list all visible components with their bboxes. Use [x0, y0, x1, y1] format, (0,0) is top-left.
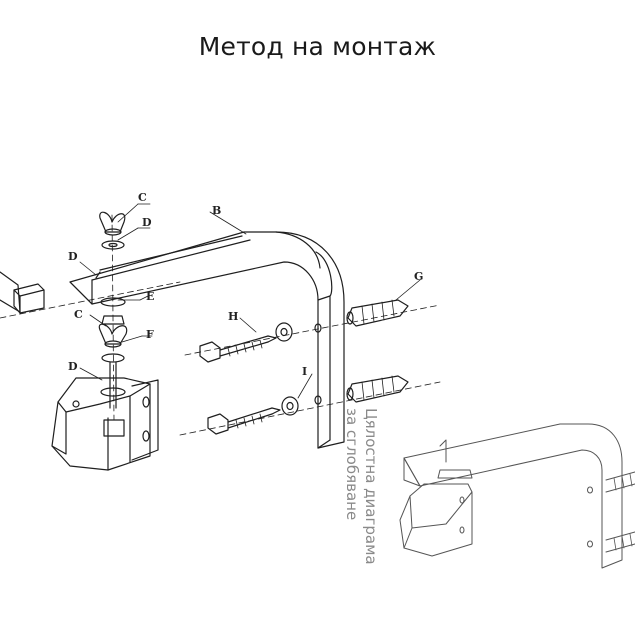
axis-bolt-bottom: [179, 381, 441, 436]
washer-i-bottom-hole: [286, 401, 294, 411]
label-c-mid: C: [74, 308, 83, 321]
leader-lines: [79, 203, 421, 399]
label-f: F: [146, 328, 154, 341]
mount-block: [51, 377, 159, 471]
caption-line-1: Цялостна диаграма: [362, 408, 380, 565]
label-g: G: [414, 270, 423, 283]
washer-e: [100, 297, 126, 307]
washer-top-hole: [108, 242, 118, 248]
bolt-bottom: [207, 407, 281, 435]
washer-top: [101, 240, 125, 250]
caption-line-2: за сглобяване: [343, 408, 361, 521]
label-c-top: C: [138, 191, 147, 204]
label-d-left: D: [68, 250, 78, 263]
wall-anchor-top: [346, 299, 409, 327]
washer-i-top: [275, 322, 293, 342]
axis-bolt-top: [184, 304, 441, 356]
page-title: Метод на монтаж: [198, 32, 437, 61]
wing-nut-mid: [98, 323, 128, 348]
assembled-view: [399, 423, 635, 569]
label-d-low: D: [68, 360, 78, 373]
wall-anchor-bottom: [346, 375, 409, 403]
nut-e: [101, 315, 125, 325]
axis-vertical: [111, 214, 115, 421]
bolt-top: [199, 335, 277, 363]
washer-d-low: [100, 387, 126, 397]
washer-f: [101, 353, 125, 363]
assembly-caption: Цялостна диаграма за сглобяване: [342, 408, 380, 565]
label-h: H: [228, 310, 238, 323]
washer-i-top-hole: [280, 327, 288, 337]
main-bracket: [69, 231, 345, 449]
label-i: I: [302, 365, 307, 378]
label-b: B: [212, 204, 221, 217]
label-d-top: D: [142, 216, 152, 229]
label-e: E: [146, 290, 154, 303]
end-cap: [0, 271, 45, 314]
washer-i-bottom: [281, 396, 299, 416]
wing-nut-top: [99, 211, 126, 236]
axis-end-cap: [0, 281, 181, 319]
